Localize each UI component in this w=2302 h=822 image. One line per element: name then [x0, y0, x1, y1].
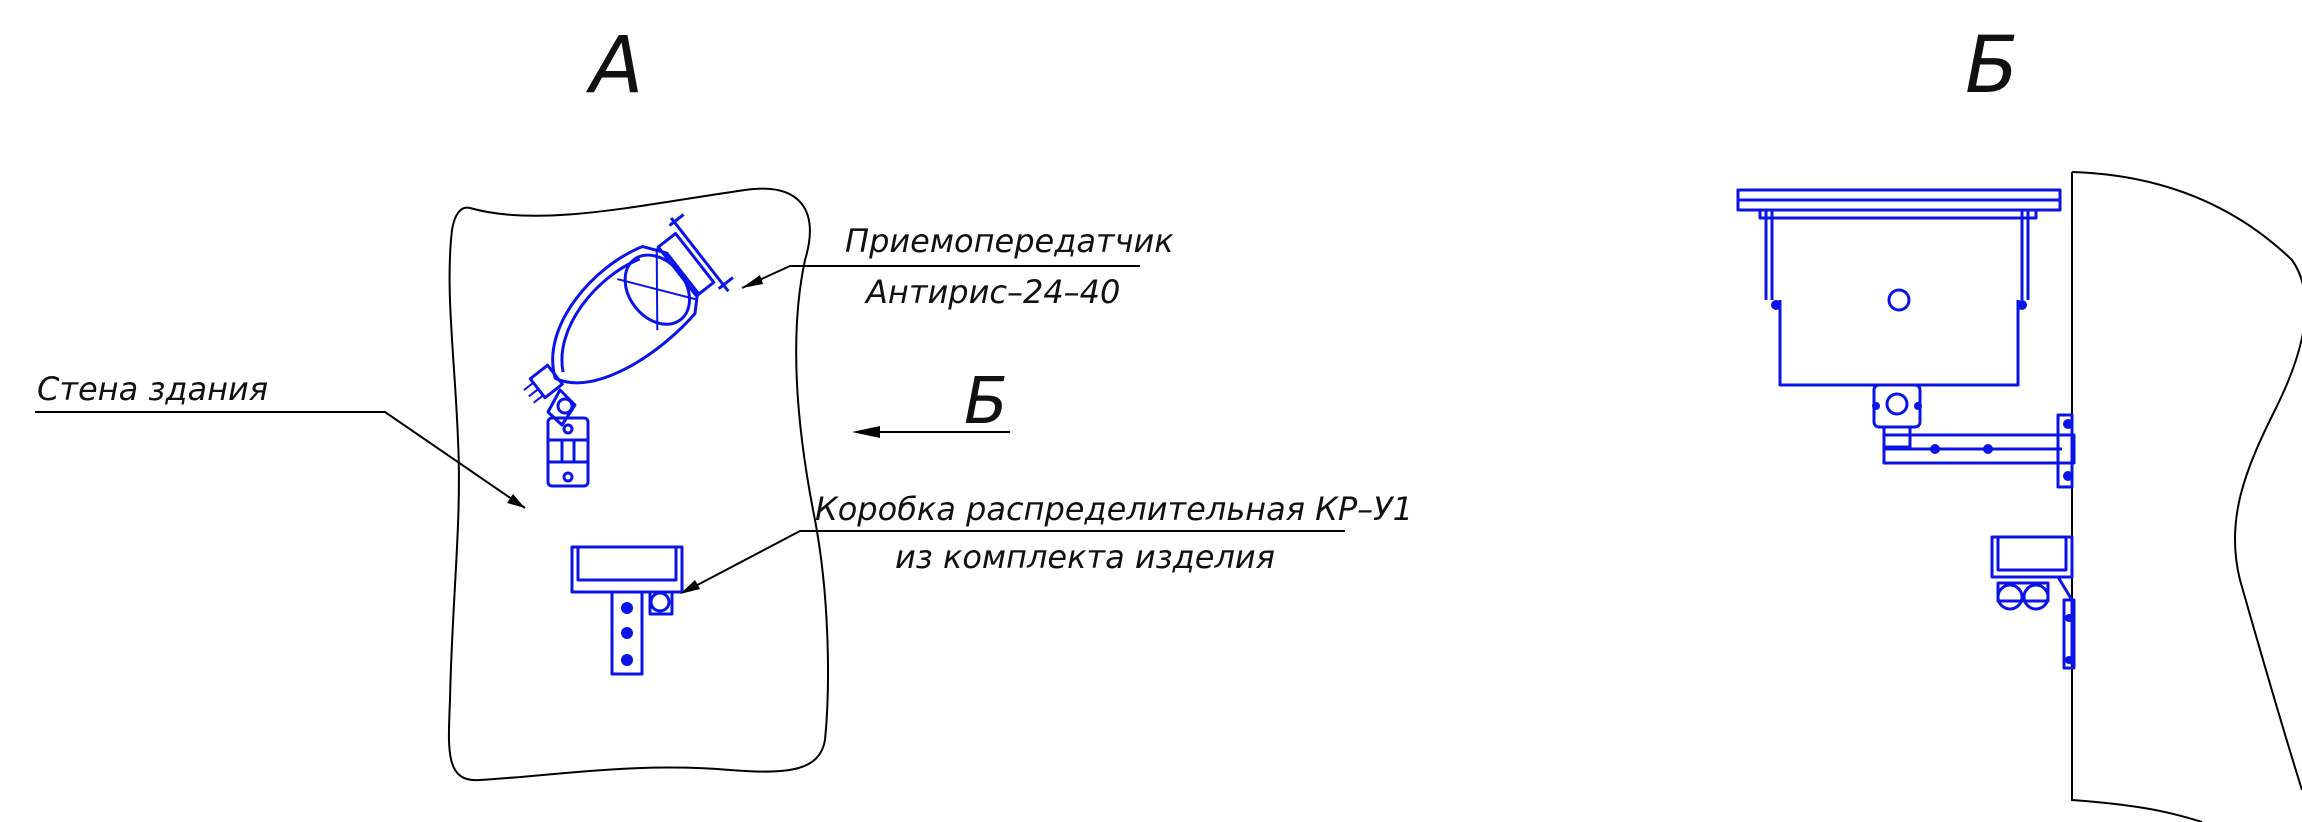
transceiver-side-view — [1736, 188, 2076, 489]
leader-wall — [35, 411, 526, 509]
view-b-title: Б — [1965, 21, 2019, 111]
label-transceiver-line2: Антирис–24–40 — [864, 273, 1120, 311]
transceiver-unit — [523, 213, 734, 488]
label-box-line1: Коробка распределительная КР–У1 — [815, 490, 1413, 528]
leader-box — [683, 530, 1345, 593]
view-b-arrow-label: Б — [964, 365, 1008, 439]
wall-outline-a — [447, 187, 829, 782]
distribution-box-side-view — [1990, 535, 2076, 670]
wall-outline-b — [2071, 171, 2302, 791]
label-transceiver-line1: Приемопередатчик — [845, 222, 1174, 260]
label-box-line2: из комплекта изделия — [895, 538, 1275, 576]
view-a-title: А — [585, 21, 643, 111]
distribution-box-a — [570, 545, 684, 676]
label-wall: Стена здания — [37, 370, 268, 408]
